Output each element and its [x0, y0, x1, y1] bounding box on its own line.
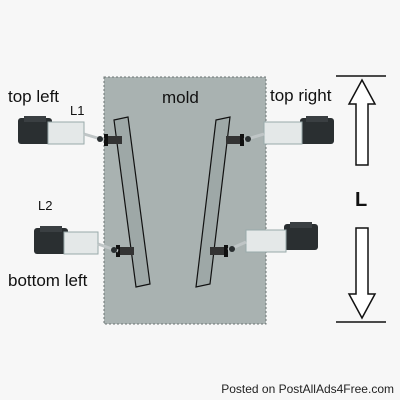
length-dimension [336, 75, 386, 323]
bottom-left-label: bottom left [8, 271, 88, 290]
cylinder-bottom-left-icon [34, 226, 119, 255]
up-arrow-icon [347, 78, 377, 166]
watermark-text: Posted on PostAllAds4Free.com [221, 382, 394, 396]
cylinder-top-right-icon [243, 116, 334, 145]
top-left-label: top left [8, 87, 60, 106]
clamp-bottom-right [210, 245, 228, 257]
mold-label: mold [162, 88, 199, 107]
l1-label: L1 [70, 103, 85, 118]
top-right-label: top right [270, 86, 332, 105]
right-bar [195, 116, 231, 288]
left-bar [113, 116, 151, 288]
length-label: L [355, 189, 368, 211]
l2-label: L2 [38, 198, 53, 213]
clamp-top-right [226, 134, 244, 146]
down-arrow-icon [347, 227, 377, 320]
cylinder-top-left-icon [18, 116, 105, 145]
cylinder-bottom-right-icon [227, 222, 318, 253]
clamp-top-left [104, 134, 122, 146]
